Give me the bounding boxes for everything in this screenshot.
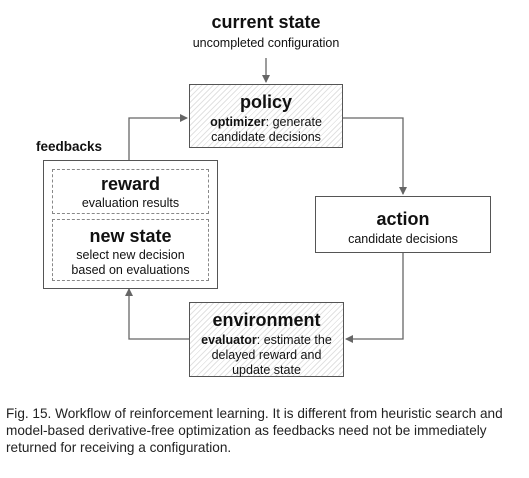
policy-role: optimizer [210, 115, 266, 129]
environment-role: evaluator [201, 333, 257, 347]
new-state-title: new state [89, 226, 172, 246]
figure-caption: Fig. 15. Workflow of reinforcement learn… [6, 406, 503, 455]
action-subtitle: candidate decisions [348, 232, 458, 246]
current-state-subtitle: uncompleted configuration [192, 36, 340, 50]
arrow-environment-to-feedbacks [125, 288, 189, 340]
environment-title: environment [212, 310, 321, 330]
environment-box: environment evaluator: estimate the dela… [189, 302, 344, 377]
action-title: action [376, 209, 430, 229]
new-state-line1: select new decision [76, 248, 185, 262]
current-state-label: current state uncompleted configuration [166, 12, 366, 51]
environment-description-line3: update state [232, 363, 301, 377]
current-state-title: current state [211, 12, 321, 32]
reward-title: reward [100, 174, 161, 194]
feedbacks-box: reward evaluation results new state sele… [43, 160, 218, 289]
policy-description-line2: candidate decisions [211, 130, 321, 144]
policy-title: policy [239, 92, 292, 112]
arrow-policy-to-action [343, 117, 407, 195]
environment-description-line1: evaluator: estimate the [190, 333, 343, 348]
environment-description-rest: : estimate the [256, 333, 332, 347]
environment-description-line2: delayed reward and [211, 348, 322, 362]
feedbacks-label: feedbacks [36, 139, 103, 154]
arrow-action-to-environment [345, 253, 404, 343]
action-box: action candidate decisions [315, 196, 491, 253]
reward-subtitle: evaluation results [81, 196, 180, 210]
policy-box: policy optimizer: generate candidate dec… [189, 84, 343, 148]
policy-description-rest: : generate [265, 115, 322, 129]
new-state-box: new state select new decision based on e… [52, 219, 209, 281]
arrow-feedbacks-to-policy [128, 114, 188, 160]
new-state-line2: based on evaluations [71, 263, 190, 277]
policy-description-line1: optimizer: generate [190, 115, 342, 130]
reward-box: reward evaluation results [52, 169, 209, 214]
